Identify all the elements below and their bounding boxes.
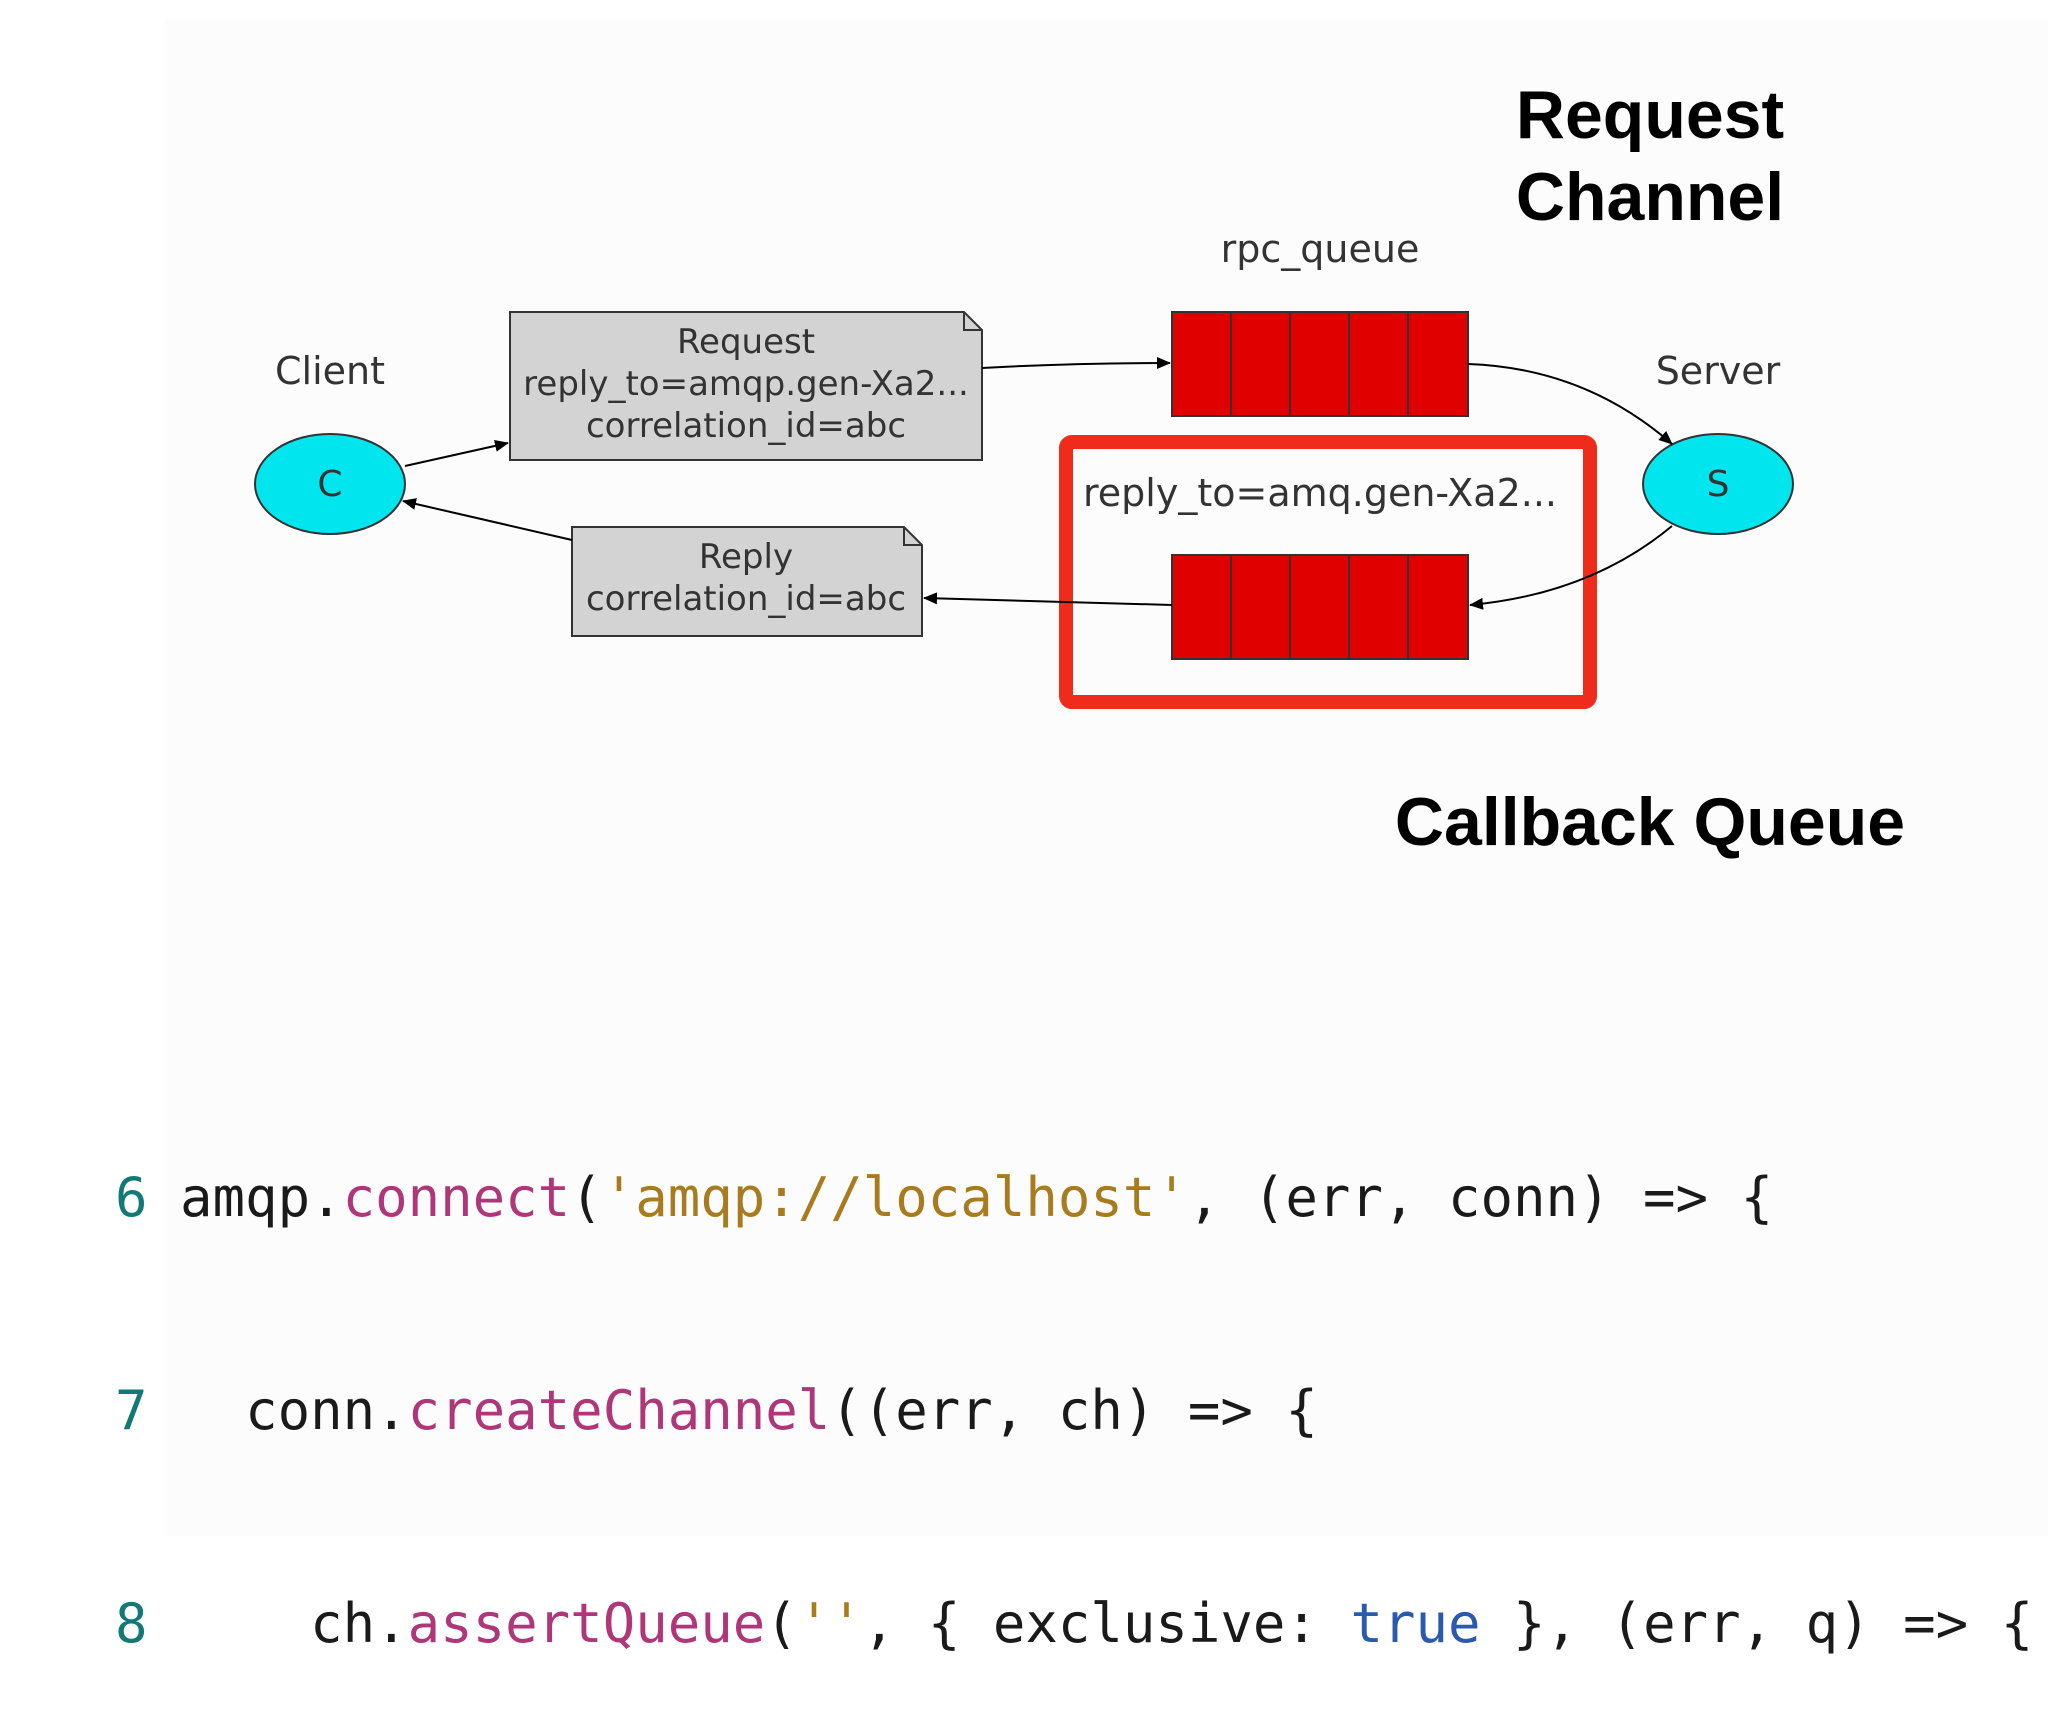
- request-channel-label: Request Channel: [1470, 75, 1830, 238]
- code-token: conn.: [245, 1379, 408, 1442]
- rpc-diagram: C Client S Server Request reply_to=amqp.…: [254, 227, 1794, 709]
- reply-note: [571, 526, 923, 637]
- server-node: [1642, 433, 1794, 535]
- code-string: '': [797, 1592, 863, 1655]
- request-note-title: Request: [677, 322, 815, 362]
- request-note-fold: [963, 312, 982, 331]
- arrow-reply-to-client: [402, 498, 573, 541]
- arrow-rpc-queue-to-server: [1467, 363, 1673, 445]
- client-node: [254, 433, 406, 535]
- callback-queue-highlight: [1059, 435, 1597, 709]
- code-token: }, (err, q) => {: [1480, 1592, 2034, 1655]
- reply-queue-label: reply_to=amq.gen-Xa2...: [1083, 471, 1557, 515]
- slide-panel: [165, 20, 2048, 1536]
- arrow-server-to-callback-queue: [1469, 525, 1673, 610]
- code-function: createChannel: [407, 1379, 831, 1442]
- code-function: assertQueue: [407, 1592, 766, 1655]
- code-token: ((err, ch) => {: [830, 1379, 1318, 1442]
- code-token: (: [570, 1166, 603, 1229]
- code-token: amqp.: [180, 1166, 343, 1229]
- code-token: , (err, conn) => {: [1187, 1166, 1774, 1229]
- rpc-queue: [1171, 311, 1469, 417]
- code-line: 6 amqp.connect('amqp://localhost', (err,…: [115, 1162, 2033, 1233]
- line-number: 8: [115, 1592, 148, 1655]
- code-indent: [180, 1379, 245, 1442]
- code-line: 7 conn.createChannel((err, ch) => {: [115, 1375, 2033, 1446]
- code-function: connect: [342, 1166, 571, 1229]
- code-string: 'amqp://localhost': [602, 1166, 1188, 1229]
- arrow-client-to-request: [404, 439, 509, 467]
- arrow-request-to-rpc-queue: [981, 357, 1171, 370]
- request-note-reply-to: reply_to=amqp.gen-Xa2...: [523, 364, 969, 404]
- request-channel-line2: Channel: [1515, 158, 1785, 235]
- client-node-letter: C: [317, 464, 342, 505]
- request-channel-line1: Request: [1515, 77, 1785, 153]
- code-keyword: true: [1350, 1592, 1481, 1655]
- request-note-correlation-id: correlation_id=abc: [586, 406, 906, 446]
- server-label: Server: [1656, 349, 1781, 393]
- client-label: Client: [275, 349, 385, 393]
- line-number: 6: [115, 1166, 148, 1229]
- code-line: 8 ch.assertQueue('', { exclusive: true }…: [115, 1588, 2033, 1659]
- rpc-queue-label: rpc_queue: [1221, 227, 1420, 271]
- code-token: ch.: [310, 1592, 408, 1655]
- arrow-callback-queue-to-reply: [923, 592, 1173, 606]
- callback-queue-label: Callback Queue: [1394, 784, 1906, 860]
- code-block: 6 amqp.connect('amqp://localhost', (err,…: [115, 1020, 2033, 1730]
- server-node-letter: S: [1707, 464, 1730, 505]
- reply-note-title: Reply: [699, 537, 793, 577]
- reply-note-fold: [903, 527, 922, 546]
- reply-note-correlation-id: correlation_id=abc: [586, 579, 906, 619]
- code-token: (: [765, 1592, 798, 1655]
- request-note: [509, 311, 983, 461]
- code-token: , { exclusive:: [862, 1592, 1351, 1655]
- code-indent: [180, 1592, 310, 1655]
- callback-queue: [1171, 554, 1469, 660]
- line-number: 7: [115, 1379, 148, 1442]
